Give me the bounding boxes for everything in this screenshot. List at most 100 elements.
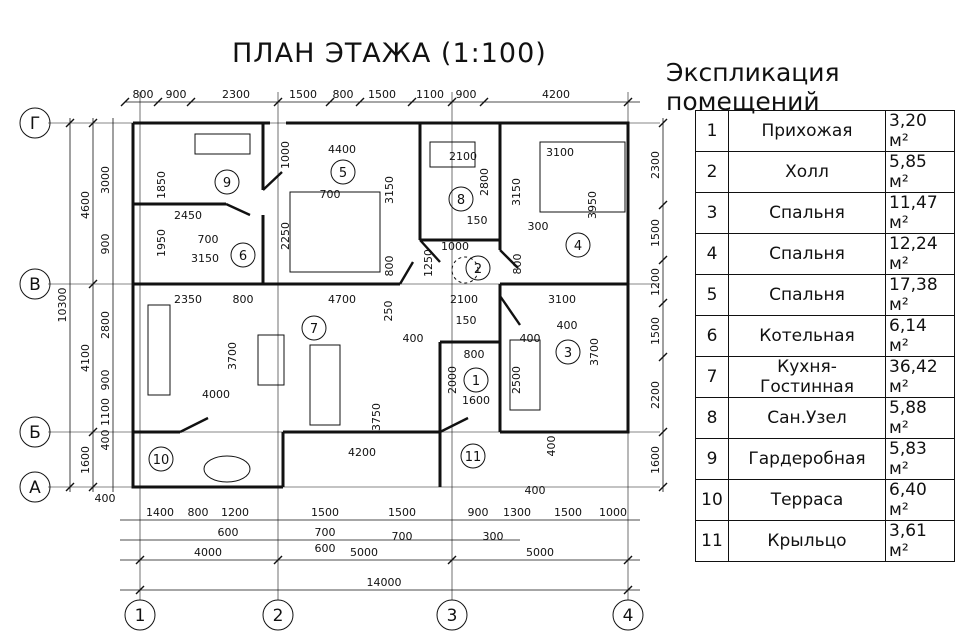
room-dim: 150 — [456, 314, 477, 327]
room-dim: 2500 — [510, 366, 523, 394]
legend-cell-name: Гардеробная — [728, 438, 886, 480]
dim-bottom: 600 — [218, 526, 239, 539]
dim-bottom: 4000 — [194, 546, 222, 559]
room-number-3: 3 — [564, 346, 572, 361]
dim-left-inner: 2800 — [99, 311, 112, 339]
room-dim: 700 — [320, 188, 341, 201]
axis-label-3: 3 — [447, 606, 458, 626]
legend-cell-name: Терраса — [728, 479, 886, 521]
dim-bottom: 1200 — [221, 506, 249, 519]
dim-bottom: 1000 — [599, 506, 627, 519]
legend-cell-n: 2 — [695, 151, 729, 193]
legend-cell-name: Спальня — [728, 192, 886, 234]
dim-left-inner: 3000 — [99, 166, 112, 194]
room-dim: 300 — [528, 220, 549, 233]
legend-cell-n: 3 — [695, 192, 729, 234]
dim-top: 1500 — [368, 88, 396, 101]
legend-cell-n: 10 — [695, 479, 729, 521]
dim-left-outer: 10300 — [56, 288, 69, 323]
legend-cell-area: 17,38 м² — [885, 274, 955, 316]
legend-cell-area: 36,42 м² — [885, 356, 955, 398]
legend-cell-name: Кухня-Гостинная — [728, 356, 886, 398]
dim-top: 1100 — [416, 88, 444, 101]
dim-left-mid: 4100 — [79, 344, 92, 372]
axis-label-b: Б — [29, 423, 41, 443]
room-dim: 1250 — [422, 249, 435, 277]
legend-cell-n: 9 — [695, 438, 729, 480]
dim-top: 2300 — [222, 88, 250, 101]
room-dim: 3700 — [588, 338, 601, 366]
legend-cell-name: Холл — [728, 151, 886, 193]
legend-cell-area: 6,40 м² — [885, 479, 955, 521]
legend-cell-n: 11 — [695, 520, 729, 562]
dim-bottom: 700 — [315, 526, 336, 539]
room-dim: 1850 — [155, 171, 168, 199]
legend-cell-name: Прихожая — [728, 110, 886, 152]
dim-bottom: 300 — [483, 530, 504, 543]
legend-cell-area: 12,24 м² — [885, 233, 955, 275]
dim-top: 800 — [133, 88, 154, 101]
dim-top: 4200 — [542, 88, 570, 101]
dim-bottom: 1500 — [388, 506, 416, 519]
dim-left-mid: 1600 — [79, 446, 92, 474]
axis-label-4: 4 — [623, 606, 634, 626]
room-dim: 1950 — [155, 229, 168, 257]
room-dim: 800 — [511, 254, 524, 275]
dim-bottom: 700 — [392, 530, 413, 543]
legend-cell-name: Сан.Узел — [728, 397, 886, 439]
room-dim: 2100 — [449, 150, 477, 163]
dim-right: 1600 — [649, 446, 662, 474]
room-number-5: 5 — [339, 166, 347, 181]
legend-title: Экспликация помещений — [666, 58, 840, 116]
dim-bottom: 600 — [315, 542, 336, 555]
dim-bottom-left: 400 — [95, 492, 116, 505]
room-number-11: 11 — [465, 450, 482, 465]
room-dim: 2800 — [478, 168, 491, 196]
legend-cell-n: 6 — [695, 315, 729, 357]
legend-cell-area: 6,14 м² — [885, 315, 955, 357]
dim-top: 900 — [456, 88, 477, 101]
legend-cell-n: 5 — [695, 274, 729, 316]
room-dim: 250 — [382, 301, 395, 322]
room-dim: 2250 — [279, 222, 292, 250]
room-dim: 2350 — [174, 293, 202, 306]
room-dim: 3750 — [370, 403, 383, 431]
dim-top: 900 — [166, 88, 187, 101]
dim-left-inner: 900 — [99, 370, 112, 391]
dim-bottom: 5000 — [526, 546, 554, 559]
room-dim: 800 — [233, 293, 254, 306]
room-dim: 800 — [383, 256, 396, 277]
room-number-8: 8 — [457, 193, 465, 208]
room-dim: 4200 — [348, 446, 376, 459]
room-dim: 3100 — [546, 146, 574, 159]
room-number-4: 4 — [574, 239, 582, 254]
dim-right: 1500 — [649, 317, 662, 345]
room-dim: 3150 — [383, 176, 396, 204]
legend-cell-area: 3,61 м² — [885, 520, 955, 562]
room-dim: 2000 — [446, 366, 459, 394]
room-dim: 3100 — [548, 293, 576, 306]
room-dim: 400 — [403, 332, 424, 345]
plan-title: ПЛАН ЭТАЖА (1:100) — [232, 38, 547, 69]
dim-bottom: 5000 — [350, 546, 378, 559]
legend-cell-n: 7 — [695, 356, 729, 398]
dim-bottom: 1400 — [146, 506, 174, 519]
room-number-7: 7 — [310, 322, 318, 337]
dim-left-inner: 400 — [99, 430, 112, 451]
room-number-10: 10 — [153, 453, 170, 468]
room-number-2: 2 — [474, 262, 482, 277]
room-dim: 4700 — [328, 293, 356, 306]
dim-bottom: 1500 — [311, 506, 339, 519]
legend-cell-name: Спальня — [728, 233, 886, 275]
dim-bottom: 900 — [468, 506, 489, 519]
